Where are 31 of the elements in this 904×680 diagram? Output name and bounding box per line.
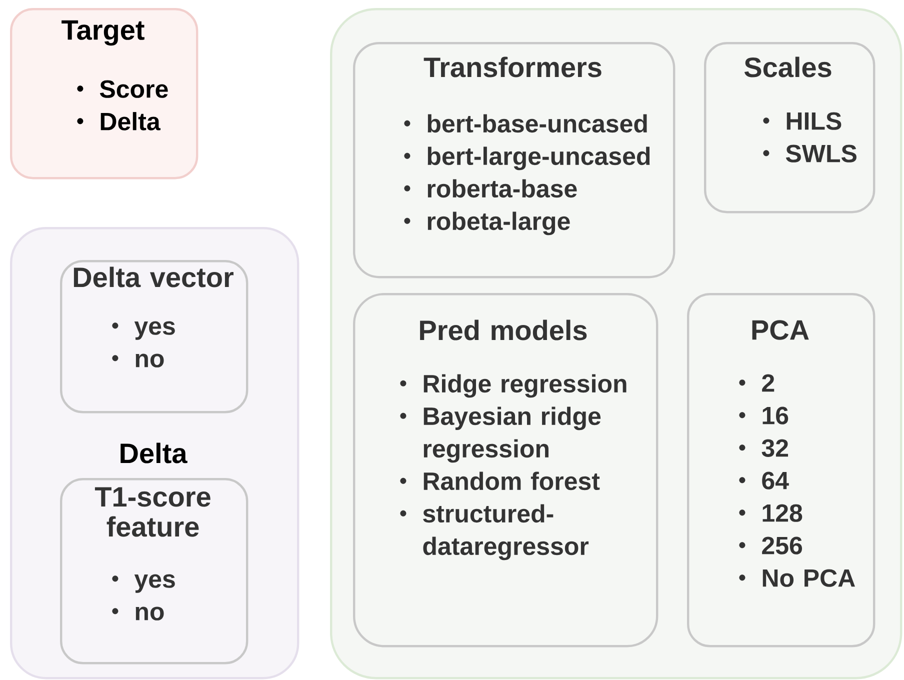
list-item: bert-base-uncased [404, 114, 647, 133]
box-title: Delta vector [74, 266, 234, 288]
box-title: T1-score feature [94, 487, 210, 537]
list-item: bert-large-uncased [404, 146, 650, 170]
list-item: no [112, 354, 164, 368]
list-item: yes [112, 321, 175, 340]
box-title: Pred models [420, 320, 587, 340]
list-item: 16 [739, 406, 788, 424]
list-item: Delta [77, 112, 160, 130]
box-title: Transformers [424, 56, 602, 78]
box-title: PCA [752, 320, 809, 340]
box-title: Delta [120, 442, 188, 464]
list-item: Score [77, 80, 168, 98]
list-item: 64 [739, 472, 789, 490]
list-item: Random forest [400, 472, 600, 490]
list-item: HILS [763, 112, 842, 130]
list-item: SWLS [763, 144, 856, 162]
list-item: structured-dataregressor [400, 504, 589, 560]
list-item: 128 [739, 504, 802, 522]
list-item: 256 [739, 536, 802, 554]
list-item: Bayesian ridge regression [400, 406, 601, 463]
list-item: roberta-base [404, 179, 577, 198]
list-item: No PCA [739, 569, 855, 587]
list-item: robeta-large [404, 212, 570, 236]
list-item: Ridge regression [400, 374, 626, 398]
list-item: 32 [739, 439, 788, 457]
list-item: yes [112, 574, 175, 593]
box-title: Scales [744, 56, 832, 78]
list-item: no [112, 606, 164, 620]
list-item: 2 [739, 374, 774, 392]
box-title: Target [62, 20, 144, 46]
